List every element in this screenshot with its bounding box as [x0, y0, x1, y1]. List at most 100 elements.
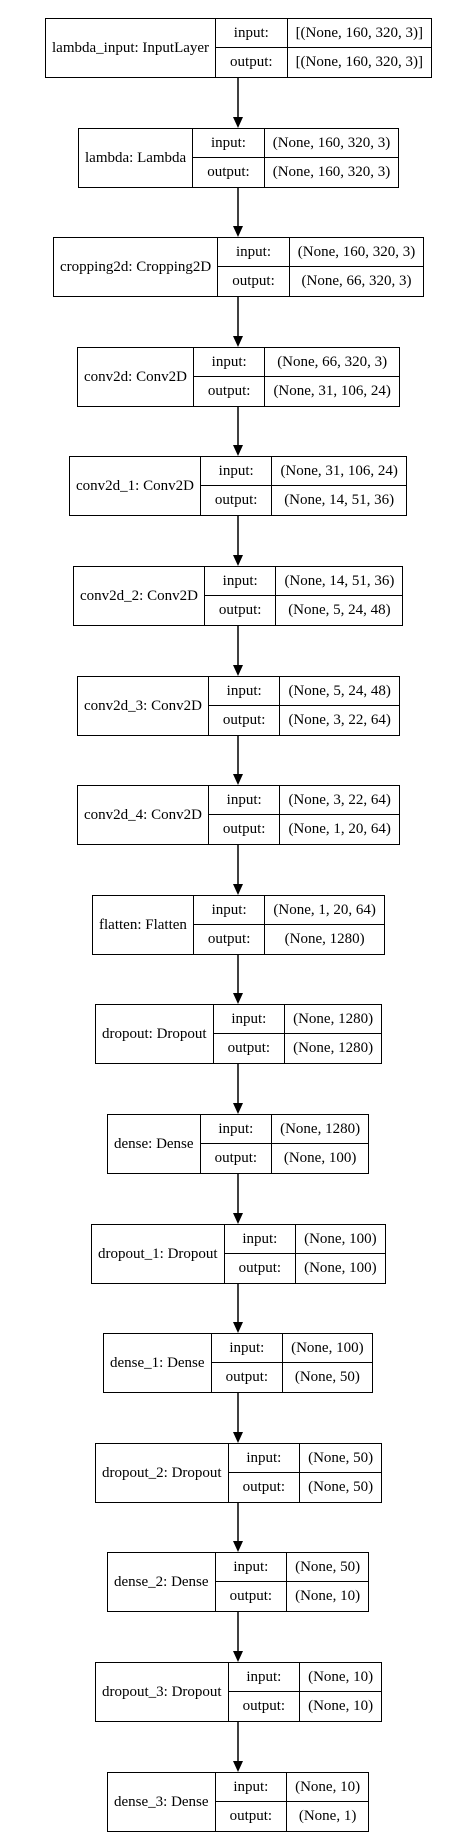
output-shape: (None, 10): [308, 1698, 374, 1714]
output-label: output:: [214, 492, 258, 508]
layer-name: dropout: Dropout: [96, 1005, 214, 1063]
layer-name: dropout_3: Dropout: [96, 1663, 229, 1721]
input-label: input:: [213, 1005, 285, 1035]
input-label: input:: [204, 567, 276, 597]
edge-arrowhead: [233, 1541, 243, 1552]
io-labels: input: output:: [208, 677, 281, 735]
io-values: (None, 160, 320, 3)(None, 66, 320, 3): [289, 238, 424, 296]
input-label: input:: [228, 1444, 300, 1474]
input-shape: (None, 50): [287, 1553, 369, 1583]
input-label: input:: [200, 457, 272, 487]
io-values: (None, 3, 22, 64)(None, 1, 20, 64): [280, 786, 399, 844]
input-shape: (None, 100): [283, 1334, 372, 1364]
layer-name: dense_2: Dense: [108, 1553, 216, 1611]
output-label: output:: [229, 1588, 273, 1604]
input-label: input:: [193, 129, 264, 159]
io-values: (None, 50)(None, 50): [300, 1444, 382, 1502]
output-shape: (None, 1280): [293, 1040, 374, 1056]
io-values: (None, 66, 320, 3)(None, 31, 106, 24): [265, 348, 399, 406]
layer-name: dense: Dense: [108, 1115, 201, 1173]
io-values: (None, 100) (None, 50): [283, 1334, 372, 1392]
io-labels: input:output:: [193, 896, 266, 954]
io-values: [(None, 160, 320, 3)] [(None, 160, 320, 3…: [287, 19, 432, 77]
edge-arrowhead: [233, 445, 243, 456]
io-labels: input:output:: [228, 1444, 301, 1502]
io-values: (None, 160, 320, 3)(None, 160, 320, 3): [264, 129, 399, 187]
output-label: output:: [222, 712, 266, 728]
output-shape: (None, 100): [283, 1150, 357, 1166]
io-values: (None, 1280) (None, 100): [272, 1115, 369, 1173]
input-shape: (None, 160, 320, 3): [264, 129, 399, 159]
output-shape: (None, 5, 24, 48): [288, 602, 391, 618]
edge-arrowhead: [233, 1651, 243, 1662]
input-shape: (None, 1, 20, 64): [265, 896, 384, 926]
io-values: (None, 1, 20, 64)(None, 1280): [265, 896, 384, 954]
input-shape: (None, 5, 24, 48): [280, 677, 399, 707]
input-shape: (None, 1280): [272, 1115, 369, 1145]
io-labels: input: output:: [224, 1225, 297, 1283]
output-label: output:: [242, 1698, 286, 1714]
layer-name: dropout_2: Dropout: [96, 1444, 229, 1502]
output-label: output:: [207, 164, 250, 180]
edge-arrowhead: [233, 993, 243, 1004]
output-shape: (None, 50): [294, 1369, 360, 1385]
input-label: input:: [218, 238, 289, 268]
output-shape: (None, 66, 320, 3): [301, 273, 412, 289]
output-label: output:: [207, 931, 251, 947]
output-label: output:: [218, 602, 262, 618]
input-label: input:: [193, 348, 265, 378]
output-shape: (None, 10): [295, 1588, 361, 1604]
edge-arrowhead: [233, 1432, 243, 1443]
io-values: (None, 10)(None, 1): [287, 1773, 369, 1831]
input-label: input:: [208, 677, 280, 707]
io-values: (None, 50) (None, 10): [287, 1553, 369, 1611]
layer-name: conv2d_1: Conv2D: [70, 457, 201, 515]
output-label: output:: [222, 821, 266, 837]
input-label: input:: [224, 1225, 296, 1255]
io-labels: input: output:: [204, 567, 277, 625]
output-shape: (None, 1): [298, 1808, 357, 1824]
layer-name: conv2d_2: Conv2D: [74, 567, 205, 625]
output-label: output:: [238, 1260, 282, 1276]
io-labels: input: output:: [211, 1334, 284, 1392]
layer-name: flatten: Flatten: [93, 896, 194, 954]
layer-name: lambda_input: InputLayer: [46, 19, 217, 77]
edge-arrowhead: [233, 774, 243, 785]
io-labels: input: output:: [200, 457, 273, 515]
edge-arrowhead: [233, 555, 243, 566]
layer-name: cropping2d: Cropping2D: [54, 238, 219, 296]
io-labels: input:output:: [200, 1115, 273, 1173]
edge-arrowhead: [233, 665, 243, 676]
output-label: output:: [229, 1808, 273, 1824]
io-labels: input: output:: [193, 129, 265, 187]
output-label: output:: [232, 273, 275, 289]
io-labels: input: output:: [193, 348, 266, 406]
output-label: output:: [230, 54, 273, 70]
edge-arrowhead: [233, 1322, 243, 1333]
input-shape: (None, 66, 320, 3): [265, 348, 399, 378]
input-shape: (None, 10): [300, 1663, 382, 1693]
io-values: (None, 10) (None, 10): [300, 1663, 382, 1721]
output-label: output:: [225, 1369, 269, 1385]
output-label: output:: [207, 383, 251, 399]
input-label: input:: [228, 1663, 300, 1693]
output-shape: [(None, 160, 320, 3)]: [295, 54, 424, 70]
io-values: (None, 1280)(None, 1280): [285, 1005, 382, 1063]
output-label: output:: [214, 1150, 258, 1166]
input-label: input:: [211, 1334, 283, 1364]
io-labels: input: output:: [218, 238, 290, 296]
input-shape: [(None, 160, 320, 3)]: [287, 19, 432, 49]
io-values: (None, 14, 51, 36)(None, 5, 24, 48): [276, 567, 403, 625]
